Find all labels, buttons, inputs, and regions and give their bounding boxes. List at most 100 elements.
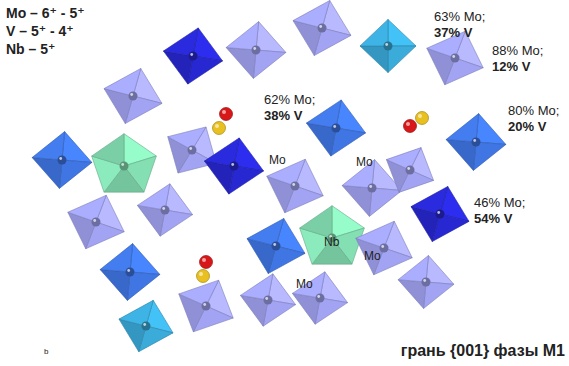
metal-atom bbox=[422, 278, 431, 287]
face bbox=[100, 270, 130, 301]
octahedron bbox=[119, 300, 173, 351]
metal-atom bbox=[189, 52, 198, 61]
face bbox=[446, 114, 479, 142]
adsorbed-atom bbox=[416, 112, 429, 125]
face bbox=[300, 206, 332, 238]
face bbox=[388, 19, 416, 46]
face bbox=[62, 132, 92, 163]
atom-highlight bbox=[202, 258, 206, 262]
metal-atom bbox=[58, 156, 67, 165]
octahedron bbox=[360, 19, 416, 72]
atom-highlight bbox=[265, 297, 268, 300]
metal-atom bbox=[291, 182, 300, 191]
face bbox=[168, 127, 206, 150]
legend-line: Nb – 5⁺ bbox=[6, 42, 55, 57]
face bbox=[411, 186, 448, 214]
atom-highlight bbox=[203, 303, 206, 306]
atom-highlight bbox=[273, 243, 276, 246]
atom-label: Nb bbox=[324, 236, 339, 249]
adsorbed-atom bbox=[220, 108, 233, 121]
composition: 63% Mo; bbox=[434, 10, 485, 24]
atom-highlight bbox=[437, 211, 440, 214]
face bbox=[68, 195, 106, 222]
atom-label: Mo bbox=[269, 154, 286, 167]
face bbox=[388, 46, 416, 73]
atom-highlight bbox=[452, 55, 455, 58]
caption: грань {001} фазы M1 bbox=[401, 342, 565, 360]
composition: 88% Mo; bbox=[492, 44, 543, 58]
face bbox=[247, 218, 284, 246]
atom-highlight bbox=[130, 93, 133, 96]
adsorbed-atom bbox=[197, 270, 210, 283]
face bbox=[32, 158, 62, 189]
octahedron bbox=[292, 272, 347, 324]
composition: 20% V bbox=[508, 120, 546, 134]
axis-label: b bbox=[44, 348, 48, 357]
atom-highlight bbox=[199, 272, 203, 276]
atom-highlight bbox=[473, 139, 476, 142]
metal-atom bbox=[188, 146, 197, 155]
atom-highlight bbox=[190, 53, 193, 56]
face bbox=[32, 132, 65, 160]
atom-highlight bbox=[369, 185, 372, 188]
face bbox=[130, 244, 160, 275]
metal-atom bbox=[230, 162, 239, 171]
face bbox=[293, 0, 330, 28]
composition: 46% Mo; bbox=[474, 196, 525, 210]
face bbox=[226, 22, 259, 50]
atom-highlight bbox=[406, 122, 410, 126]
metal-atom bbox=[129, 92, 138, 101]
atom-highlight bbox=[381, 245, 384, 248]
face bbox=[253, 50, 286, 78]
atom-highlight bbox=[319, 25, 322, 28]
octahedron bbox=[356, 221, 412, 275]
atom-highlight bbox=[215, 124, 219, 128]
face bbox=[59, 160, 92, 188]
face bbox=[342, 186, 372, 217]
composition: 12% V bbox=[492, 60, 530, 74]
octahedron bbox=[104, 68, 162, 123]
adsorbed-atom bbox=[213, 122, 226, 135]
atom-highlight bbox=[189, 147, 192, 150]
face bbox=[92, 134, 124, 166]
metal-atom bbox=[92, 218, 101, 227]
octahedron bbox=[204, 138, 263, 194]
atom-highlight bbox=[121, 163, 124, 166]
atom-highlight bbox=[93, 219, 96, 222]
composition: 54% V bbox=[474, 212, 512, 226]
face bbox=[398, 256, 428, 282]
face bbox=[360, 46, 388, 73]
face bbox=[476, 114, 506, 145]
octahedron bbox=[240, 274, 295, 326]
face bbox=[473, 142, 506, 170]
octahedron bbox=[446, 114, 506, 171]
oxygen-molecules bbox=[197, 108, 429, 283]
octahedron bbox=[386, 148, 433, 193]
atom-label: Mo bbox=[356, 156, 373, 169]
adsorbed-atom bbox=[200, 256, 213, 269]
face bbox=[424, 282, 454, 308]
octahedron bbox=[226, 22, 286, 79]
atom-highlight bbox=[317, 295, 320, 298]
octahedron bbox=[137, 184, 192, 236]
octahedron bbox=[100, 244, 160, 301]
octahedron bbox=[163, 28, 222, 84]
legend-line: Mo – 6⁺ - 5⁺ bbox=[6, 6, 85, 21]
metal-atom bbox=[120, 162, 129, 171]
metal-atom bbox=[380, 244, 389, 253]
atom-highlight bbox=[423, 279, 426, 282]
metal-atom bbox=[252, 46, 261, 55]
atom-label: Mo bbox=[364, 250, 381, 263]
atom-highlight bbox=[143, 323, 146, 326]
octahedron bbox=[68, 195, 124, 249]
octahedron bbox=[306, 100, 365, 156]
octahedron bbox=[398, 256, 454, 309]
face bbox=[398, 280, 426, 309]
atom-highlight bbox=[162, 207, 165, 210]
face bbox=[356, 221, 394, 248]
metal-atom bbox=[318, 24, 327, 33]
nb-bipyramid bbox=[300, 206, 365, 264]
atom-highlight bbox=[231, 163, 234, 166]
